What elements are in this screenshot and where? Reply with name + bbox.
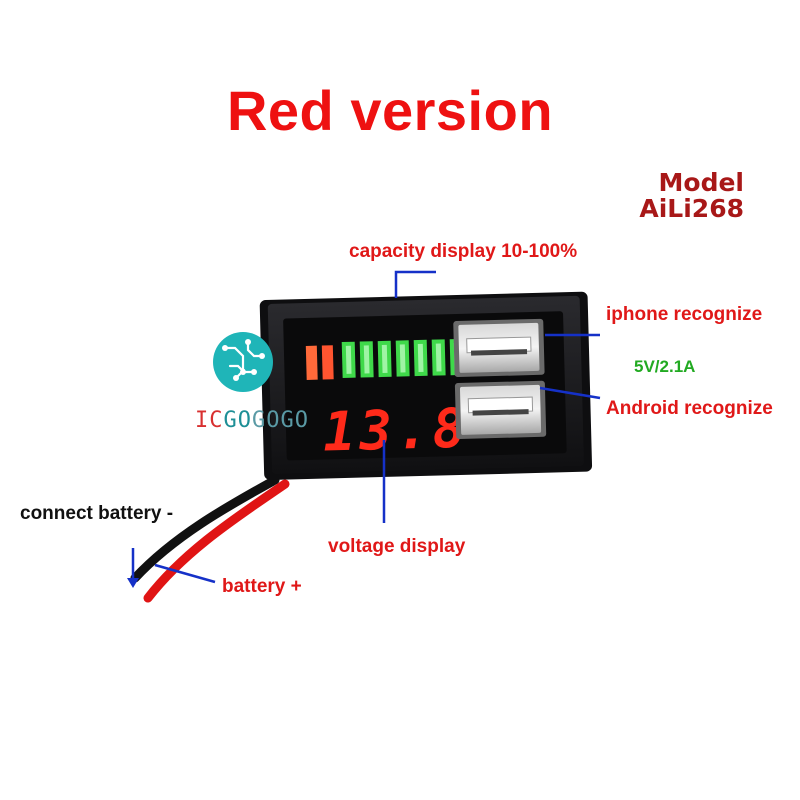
android-label: Android recognize (606, 398, 773, 419)
brand-part-1: IC (195, 408, 224, 433)
usb-port-bottom (454, 380, 547, 439)
page-title: Red version (226, 79, 554, 142)
black-wire (130, 475, 280, 583)
connect-arrow-icon (127, 578, 139, 588)
connect-negative-label: connect battery - (20, 503, 174, 524)
voltage-label: voltage display (328, 536, 466, 557)
red-wire (143, 479, 290, 603)
device-case: 13.8 (259, 291, 593, 480)
iphone-label: iphone recognize (606, 304, 763, 325)
output-spec-label: 5V/2.1A (634, 357, 696, 376)
brand-part-3: GOGO (252, 408, 309, 433)
capacity-label: capacity display 10-100% (349, 241, 578, 262)
brand-logo-icon (213, 332, 273, 392)
voltage-readout: 13.8 (322, 397, 470, 464)
usb-port-top (453, 318, 545, 378)
model-number: AiLi268 (639, 194, 744, 223)
model-label: Model (658, 168, 744, 197)
brand-part-2: GO (223, 408, 252, 433)
brand-watermark: IC GOGOGO (195, 408, 309, 433)
battery-positive-label: battery + (222, 576, 302, 597)
pointer-lines (131, 270, 601, 584)
